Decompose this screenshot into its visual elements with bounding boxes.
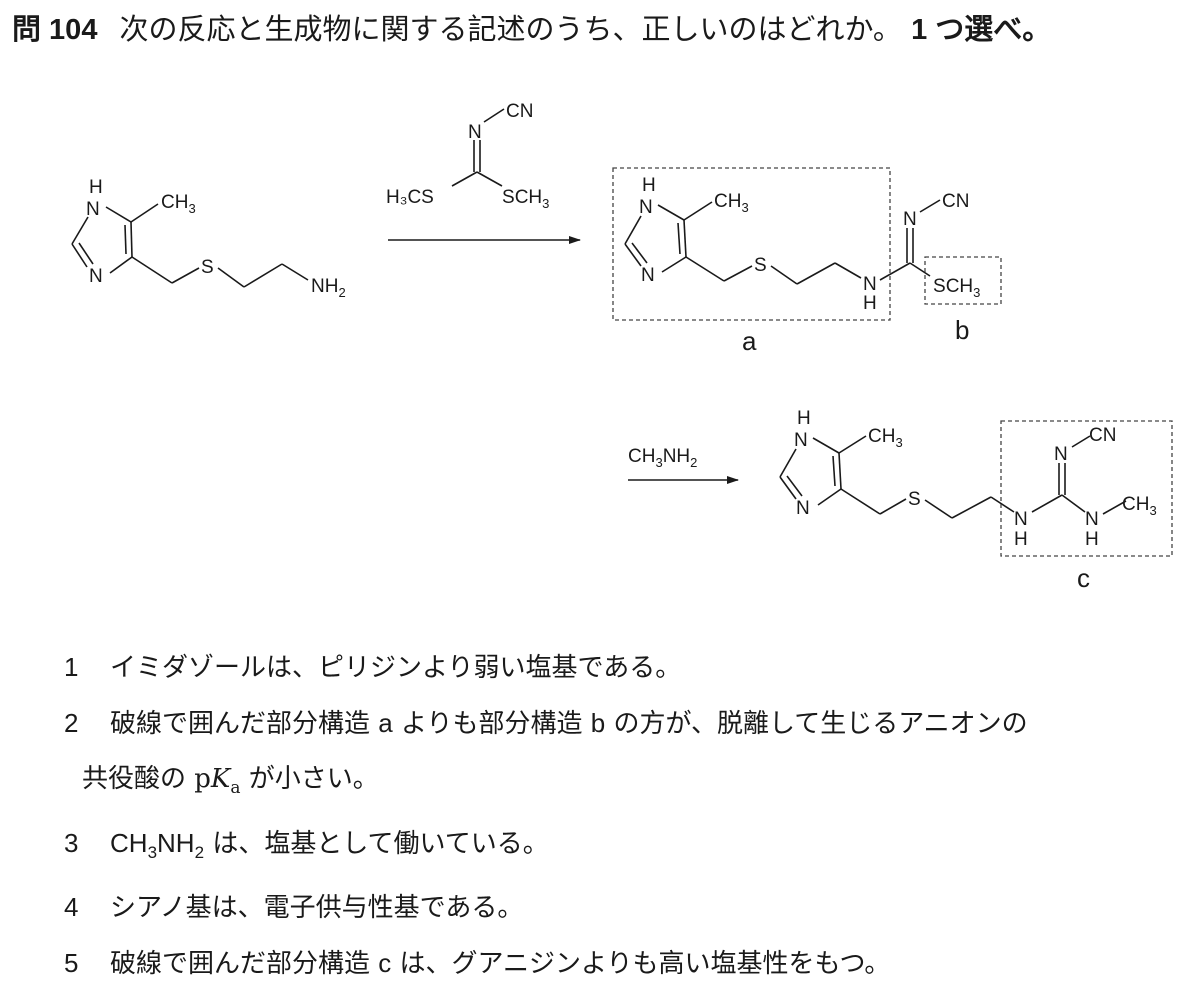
atom-label: CN — [942, 191, 969, 212]
atom-label: CH3 — [868, 426, 903, 450]
label-a: a — [742, 326, 757, 356]
reagent-2-formula: CH3NH2 — [628, 446, 697, 470]
atom-label: H — [797, 408, 811, 429]
question-text: 次の反応と生成物に関する記述のうち、正しいのはどれか。 — [119, 12, 902, 46]
atom-label: N — [641, 265, 655, 286]
structure-label-c: c — [378, 948, 392, 979]
atom-label: CH3 — [714, 191, 749, 215]
choice-2: 2 破線で囲んだ部分構造 a よりも部分構造 b の方が、脱離して生じるアニオンの — [64, 696, 1174, 752]
choice-3: 3 CH3NH2 は、塩基として働いている。 — [64, 816, 1174, 880]
atom-label: N — [903, 209, 917, 230]
atom-label: H — [1085, 529, 1099, 550]
atom-label: N — [1054, 444, 1068, 465]
question-select-instruction: 1 つ選べ。 — [911, 14, 1052, 46]
atom-label: N — [1085, 509, 1099, 530]
choice-number: 4 — [64, 892, 79, 923]
product-structure: H N N CH3 S N H N CN N H CH3 c — [779, 408, 1173, 593]
atom-label: H — [642, 175, 656, 196]
choice-2-continuation: 共役酸の pKa が小さい。 — [64, 752, 1174, 816]
structure-label-a: a — [378, 708, 393, 738]
label-b: b — [955, 315, 969, 345]
pka-a: a — [230, 778, 241, 799]
atom-label: N — [796, 498, 810, 519]
choice-text: シアノ基は、電子供与性基である。 — [110, 893, 524, 924]
answer-choices: 1 イミダゾールは、ピリジンより弱い塩基である。 2 破線で囲んだ部分構造 a より… — [64, 640, 1174, 992]
atom-label: H — [1014, 529, 1028, 550]
choice-number: 3 — [64, 828, 79, 859]
choice-1: 1 イミダゾールは、ピリジンより弱い塩基である。 — [64, 640, 1174, 696]
choice-number: 5 — [64, 948, 79, 979]
choice-text: は、塩基として働いている。 — [204, 829, 549, 860]
pka-p: p — [194, 764, 211, 794]
choice-4: 4 シアノ基は、電子供与性基である。 — [64, 880, 1174, 936]
atom-label: SCH3 — [502, 187, 549, 211]
atom-label: H — [863, 293, 877, 314]
choice-number: 2 — [64, 708, 79, 738]
atom-label: N — [1014, 509, 1028, 530]
atom-label: SCH3 — [933, 276, 980, 300]
atom-label: N — [89, 266, 103, 287]
atom-label: N — [468, 122, 482, 143]
dashed-box-a — [612, 167, 891, 321]
atom-label: N — [86, 199, 100, 220]
choice-text: よりも部分構造 — [401, 709, 583, 739]
reaction-scheme: H N N CH3 S NH2 N CN H₃CS SCH3 — [71, 101, 1173, 593]
atom-label: CN — [506, 101, 533, 122]
label-c: c — [1077, 563, 1090, 593]
pka-k: K — [210, 764, 231, 794]
atom-label: S — [201, 257, 214, 278]
reagent-1-left-group: H₃CS — [386, 187, 434, 208]
choice-formula: CH3NH2 — [110, 828, 205, 863]
atom-label: N — [794, 430, 808, 451]
choice-number: 1 — [64, 652, 79, 682]
atom-label: H — [89, 177, 103, 198]
dashed-box-c — [1000, 420, 1173, 557]
choice-text: 破線で囲んだ部分構造 — [110, 949, 371, 980]
atom-label: S — [908, 489, 921, 510]
atom-label: N — [639, 197, 653, 218]
choice-text: イミダゾールは、ピリジンより弱い塩基である。 — [110, 653, 682, 683]
choice-text: 破線で囲んだ部分構造 — [110, 709, 371, 739]
structure-label-b: b — [590, 708, 606, 738]
choice-text: は、グアニジンよりも高い塩基性をもつ。 — [391, 949, 891, 980]
atom-label: NH2 — [311, 276, 346, 300]
atom-label: CH3 — [161, 192, 196, 216]
choice-text: が小さい。 — [240, 764, 379, 794]
choice-5: 5 破線で囲んだ部分構造 c は、グアニジンよりも高い塩基性をもつ。 — [64, 936, 1174, 992]
starting-material-structure: H N N CH3 S NH2 — [71, 177, 346, 300]
question-header: 問 104 次の反応と生成物に関する記述のうち、正しいのはどれか。 1 つ選べ。 — [12, 6, 1051, 48]
reagent-1-structure: N CN H₃CS SCH3 — [386, 101, 549, 211]
dashed-box-b — [924, 256, 1002, 305]
choice-text: 共役酸の — [82, 764, 195, 794]
atom-label: N — [863, 274, 877, 295]
atom-label: CH3 — [1122, 494, 1157, 518]
atom-label: CN — [1089, 425, 1116, 446]
intermediate-structure: H N N CH3 S N H N CN SCH3 a b — [612, 167, 1002, 356]
atom-label: S — [754, 255, 767, 276]
question-number: 問 104 — [12, 14, 98, 46]
choice-text: の方が、脱離して生じるアニオンの — [613, 709, 1028, 739]
